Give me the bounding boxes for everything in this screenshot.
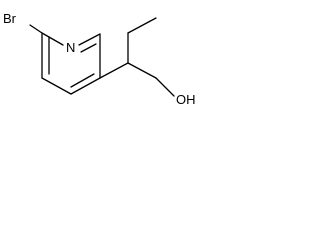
bond-c6-br — [29, 24, 43, 34]
bond-n1-c2-inner — [80, 43, 97, 53]
bond-c4-c5 — [41, 77, 72, 95]
bond-c6-n1 — [41, 32, 64, 46]
bond-n1-c2 — [78, 33, 101, 46]
bond-ch2-ch3 — [127, 17, 157, 34]
bond-ch2-oh — [155, 77, 175, 97]
bond-ring-ch — [99, 62, 129, 79]
nitrogen-label: N — [66, 40, 75, 55]
hydroxyl-label: OH — [176, 92, 196, 107]
bromine-label: Br — [3, 11, 17, 26]
structure-diagram: Br N OH — [3, 11, 196, 107]
bond-c3-c4 — [70, 77, 101, 95]
bond-ch-ch2oh — [127, 62, 157, 79]
bond-c3-c4-inner — [70, 73, 95, 88]
